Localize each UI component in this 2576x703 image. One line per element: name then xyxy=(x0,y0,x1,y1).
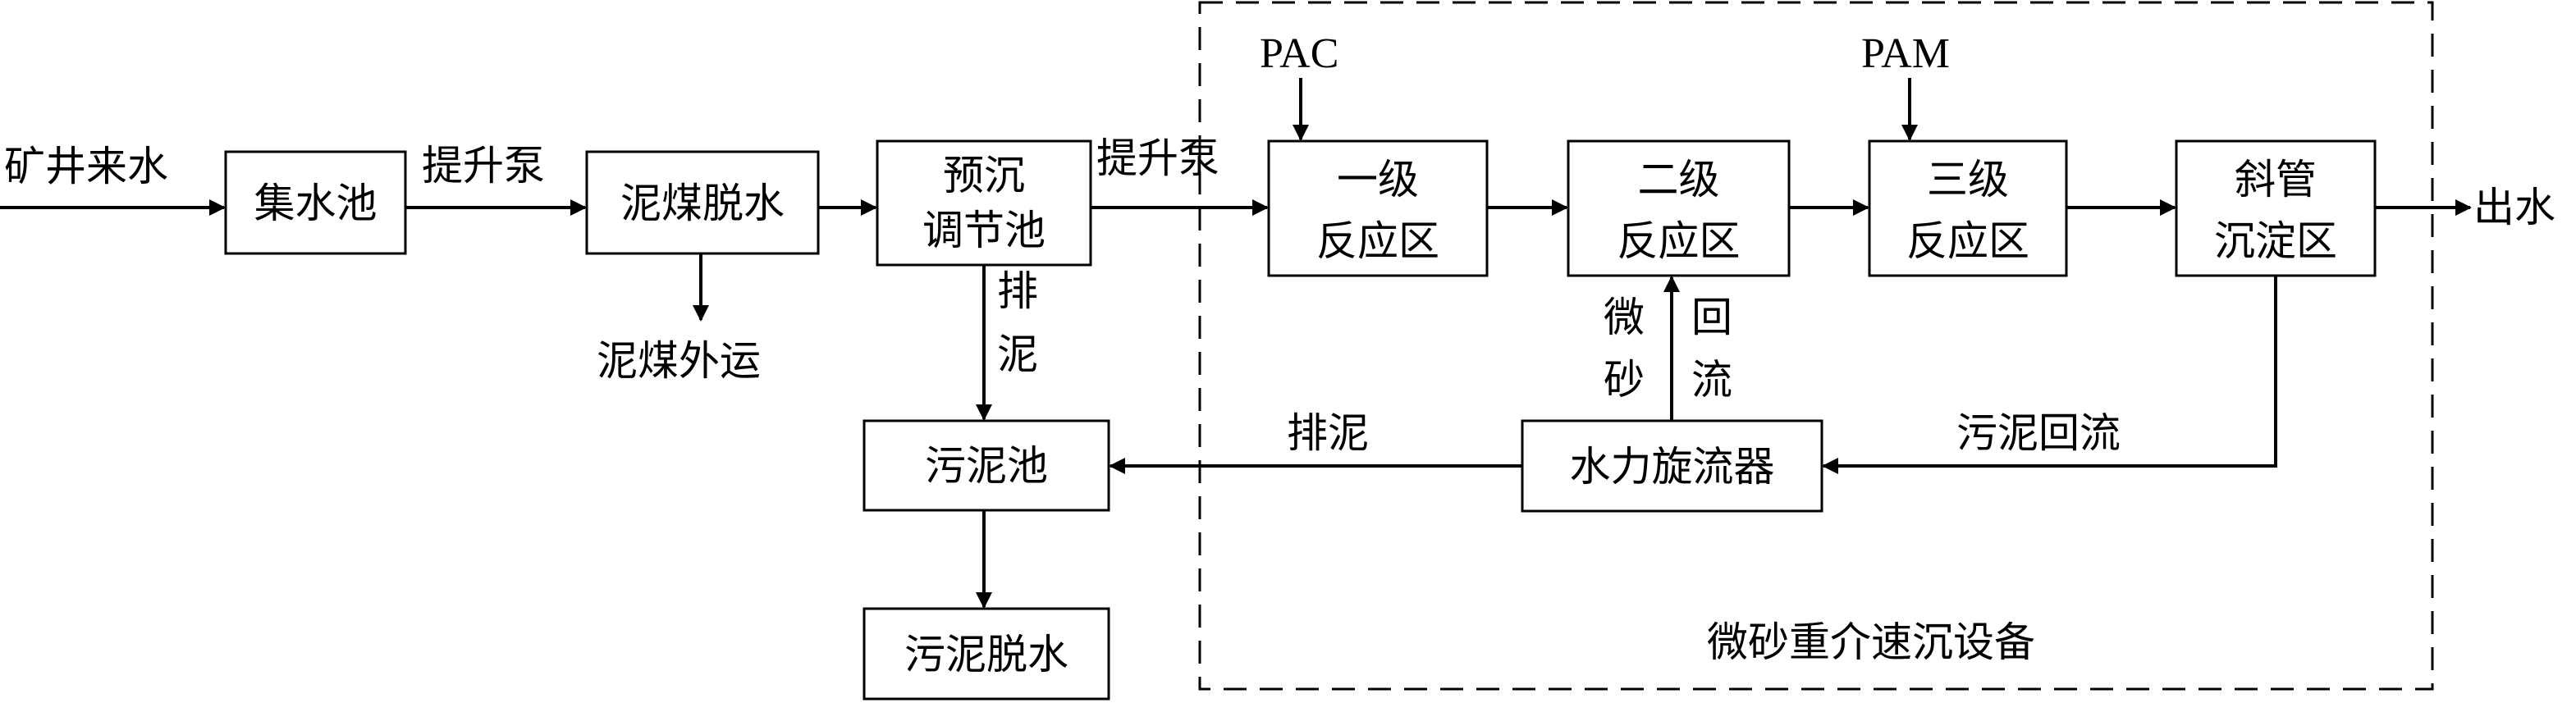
inclined-tube-settling-box: 斜管 沉淀区 xyxy=(2175,139,2377,277)
pam-label: PAM xyxy=(1861,30,1950,77)
return-label-1: 回 xyxy=(1691,294,1732,341)
inclined-tube-label-1: 斜管 xyxy=(2235,156,2317,203)
sludge-dewatering-label: 污泥脱水 xyxy=(904,631,1068,678)
reaction-zone-2-label-2: 反应区 xyxy=(1617,217,1741,265)
discharge-sludge-vertical-1: 排 xyxy=(997,267,1038,315)
reaction-zone-3-label-2: 反应区 xyxy=(1906,217,2029,265)
reaction-zone-1-label-2: 反应区 xyxy=(1316,217,1439,265)
pre-settling-label-2: 调节池 xyxy=(922,207,1045,254)
slime-dewatering-box: 泥煤脱水 xyxy=(585,150,820,255)
arrow-sludge-return-to-hydrocyclone xyxy=(1822,276,2277,474)
lift-pump-label-1: 提升泵 xyxy=(422,142,545,189)
equipment-group-boundary xyxy=(1198,1,2434,691)
return-label-2: 流 xyxy=(1691,356,1732,404)
outlet-label: 出水 xyxy=(2473,184,2555,231)
microsand-label-2: 砂 xyxy=(1604,356,1645,404)
hydrocyclone-box: 水力旋流器 xyxy=(1521,419,1823,513)
pac-label: PAC xyxy=(1260,30,1338,77)
mine-water-label: 矿井来水 xyxy=(4,143,168,190)
sludge-dewatering-box: 污泥脱水 xyxy=(862,607,1110,701)
equipment-group-label: 微砂重介速沉设备 xyxy=(1707,619,2035,666)
reaction-zone-3-label-1: 三级 xyxy=(1927,156,2009,203)
reaction-zone-1-label-1: 一级 xyxy=(1337,156,1419,203)
microsand-label-1: 微 xyxy=(1604,294,1645,341)
pre-settling-label-1: 预沉 xyxy=(943,152,1025,199)
sludge-tank-label: 污泥池 xyxy=(925,442,1048,490)
slime-outbound-label: 泥煤外运 xyxy=(597,337,761,385)
hydrocyclone-label: 水力旋流器 xyxy=(1570,443,1775,491)
inclined-tube-label-2: 沉淀区 xyxy=(2214,217,2337,265)
collection-tank-label: 集水池 xyxy=(254,180,377,227)
lift-pump-label-2: 提升泵 xyxy=(1096,135,1219,182)
sludge-return-label: 污泥回流 xyxy=(1956,409,2121,457)
collection-tank-box: 集水池 xyxy=(224,150,407,255)
pre-settling-tank-box: 预沉 调节池 xyxy=(876,139,1092,267)
discharge-sludge-label: 排泥 xyxy=(1287,409,1369,457)
reaction-zone-2-label-1: 二级 xyxy=(1638,156,1720,203)
reaction-zone-1-box: 一级 反应区 xyxy=(1267,139,1489,277)
sludge-tank-box: 污泥池 xyxy=(862,419,1110,512)
reaction-zone-3-box: 三级 反应区 xyxy=(1868,139,2068,277)
discharge-sludge-vertical-2: 泥 xyxy=(997,331,1038,378)
reaction-zone-2-box: 二级 反应区 xyxy=(1567,139,1791,277)
slime-dewatering-label: 泥煤脱水 xyxy=(620,180,785,227)
